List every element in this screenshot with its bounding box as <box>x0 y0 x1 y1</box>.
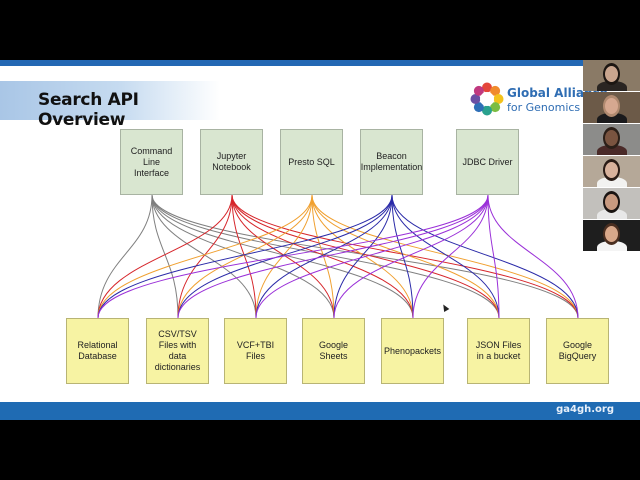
connection-line <box>391 194 414 319</box>
client-box: JDBC Driver <box>456 129 519 195</box>
participant-video-tile[interactable] <box>583 124 640 155</box>
participant-face <box>605 162 618 178</box>
connection-line <box>311 194 500 319</box>
footer-url: ga4gh.org <box>556 404 614 415</box>
participant-video-strip <box>583 60 640 252</box>
title-banner: Search API Overview <box>0 81 220 130</box>
connection-line <box>255 194 393 319</box>
logo-ring-icon <box>470 82 504 116</box>
slide-title: Search API Overview <box>38 90 139 130</box>
client-box: Beacon Implementation <box>360 129 423 195</box>
data-source-box: CSV/TSV Files with data dictionaries <box>146 318 209 384</box>
logo-segment <box>490 85 501 96</box>
participant-body <box>597 81 627 91</box>
participant-body <box>597 241 627 251</box>
connection-lines <box>97 194 579 319</box>
presentation-slide: Search API Overview Global Alliance for … <box>0 60 640 420</box>
connection-line <box>231 194 335 319</box>
connection-line <box>487 194 579 319</box>
connection-line <box>311 194 579 319</box>
participant-face <box>605 66 618 82</box>
participant-body <box>597 113 627 123</box>
logo-segment <box>493 94 504 104</box>
connection-line <box>97 194 393 319</box>
data-source-box: Google BigQuery <box>546 318 609 384</box>
logo-segment <box>482 82 492 93</box>
client-box: Jupyter Notebook <box>200 129 263 195</box>
data-source-box: Google Sheets <box>302 318 365 384</box>
logo-segment <box>473 85 484 96</box>
logo-center <box>480 92 494 106</box>
connection-line <box>97 194 153 319</box>
connection-line <box>333 194 393 319</box>
participant-face <box>605 130 618 146</box>
participant-body <box>597 209 627 219</box>
data-source-box: Relational Database <box>66 318 129 384</box>
connection-line <box>391 194 579 319</box>
slide-top-strip <box>0 60 640 66</box>
connection-line <box>487 194 500 319</box>
participant-face <box>605 226 618 242</box>
connection-line <box>255 194 489 319</box>
logo-segment <box>490 102 501 113</box>
connection-line <box>333 194 489 319</box>
participant-video-tile[interactable] <box>583 92 640 123</box>
participant-face <box>605 194 618 210</box>
participant-video-tile[interactable] <box>583 60 640 91</box>
participant-body <box>597 145 627 155</box>
client-box: Presto SQL <box>280 129 343 195</box>
connection-line <box>231 194 500 319</box>
logo-segment <box>482 105 492 116</box>
logo-text-line1: Global Alliance <box>507 86 608 100</box>
data-source-box: Phenopackets <box>381 318 444 384</box>
connection-line <box>97 194 233 319</box>
participant-body <box>597 177 627 187</box>
logo-text-line2: for Genomics & H <box>507 101 605 114</box>
participant-video-tile[interactable] <box>583 220 640 251</box>
logo-segment <box>473 102 484 113</box>
connection-line <box>412 194 489 319</box>
participant-face <box>605 98 618 114</box>
data-source-box: JSON Files in a bucket <box>467 318 530 384</box>
data-source-box: VCF+TBI Files <box>224 318 287 384</box>
connection-line <box>151 194 500 319</box>
participant-video-tile[interactable] <box>583 188 640 219</box>
connection-line <box>97 194 489 319</box>
connection-line <box>177 194 489 319</box>
slide-footer: ga4gh.org <box>0 402 640 420</box>
participant-video-tile[interactable] <box>583 156 640 187</box>
logo-segment <box>470 94 481 104</box>
connection-line <box>391 194 500 319</box>
connection-line <box>97 194 313 319</box>
client-box: Command Line Interface <box>120 129 183 195</box>
connection-line <box>177 194 393 319</box>
